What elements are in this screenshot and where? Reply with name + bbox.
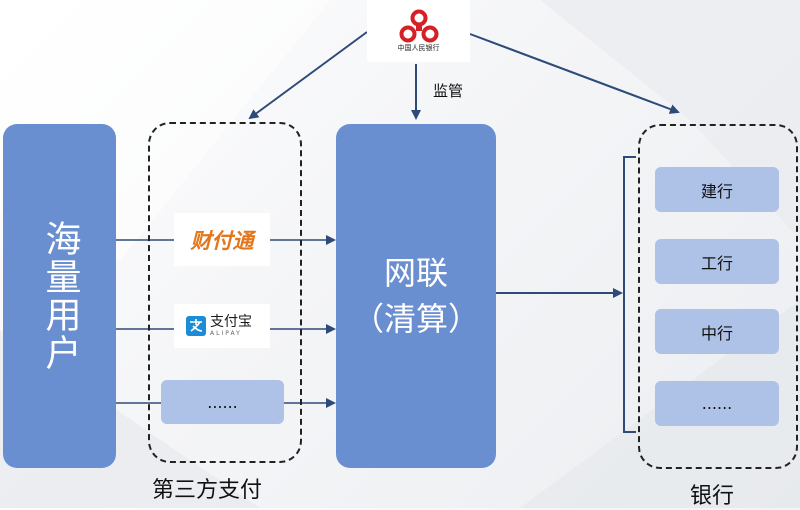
users-block: 海量用户 <box>3 124 116 468</box>
pboc-name: 中国人民银行 <box>397 44 440 52</box>
arrow-regulator-to-banks <box>469 33 680 114</box>
alipay-logo-card: 支付宝 ALIPAY <box>174 304 270 348</box>
bank-item: 中行 <box>655 309 779 354</box>
bank-item-label: 建行 <box>700 181 733 201</box>
alipay-icon <box>186 316 206 336</box>
clearing-block: 网联 （清算） <box>336 124 496 468</box>
alipay-subname: ALIPAY <box>210 329 242 337</box>
bank-item-label: ...... <box>701 394 733 413</box>
caifutong-logo-card: 财付通 <box>174 213 270 266</box>
caifutong-logo: 财付通 <box>190 228 254 253</box>
third-party-more-pill: ...... <box>161 380 284 424</box>
banks-group <box>638 124 798 469</box>
bank-item-label: 工行 <box>700 253 733 273</box>
pboc-logo-card: 中国人民银行 <box>367 0 470 62</box>
third-party-caption: 第三方支付 <box>152 478 263 503</box>
bank-item: 建行 <box>655 167 779 212</box>
banks-caption: 银行 <box>690 484 735 509</box>
users-label: 海量用户 <box>39 220 81 372</box>
third-party-more-label: ...... <box>207 392 238 412</box>
third-party-group <box>148 122 302 463</box>
bank-item-label: 中行 <box>700 323 733 343</box>
bank-item: 工行 <box>655 239 779 284</box>
clearing-label: 网联 （清算） <box>351 254 480 338</box>
arrow-regulator-to-third-party <box>248 31 368 120</box>
bank-item: ...... <box>655 381 779 426</box>
banks-bracket <box>623 156 636 433</box>
supervise-label: 监管 <box>433 82 464 100</box>
alipay-name: 支付宝 <box>210 313 252 330</box>
pboc-emblem-icon <box>399 9 438 43</box>
